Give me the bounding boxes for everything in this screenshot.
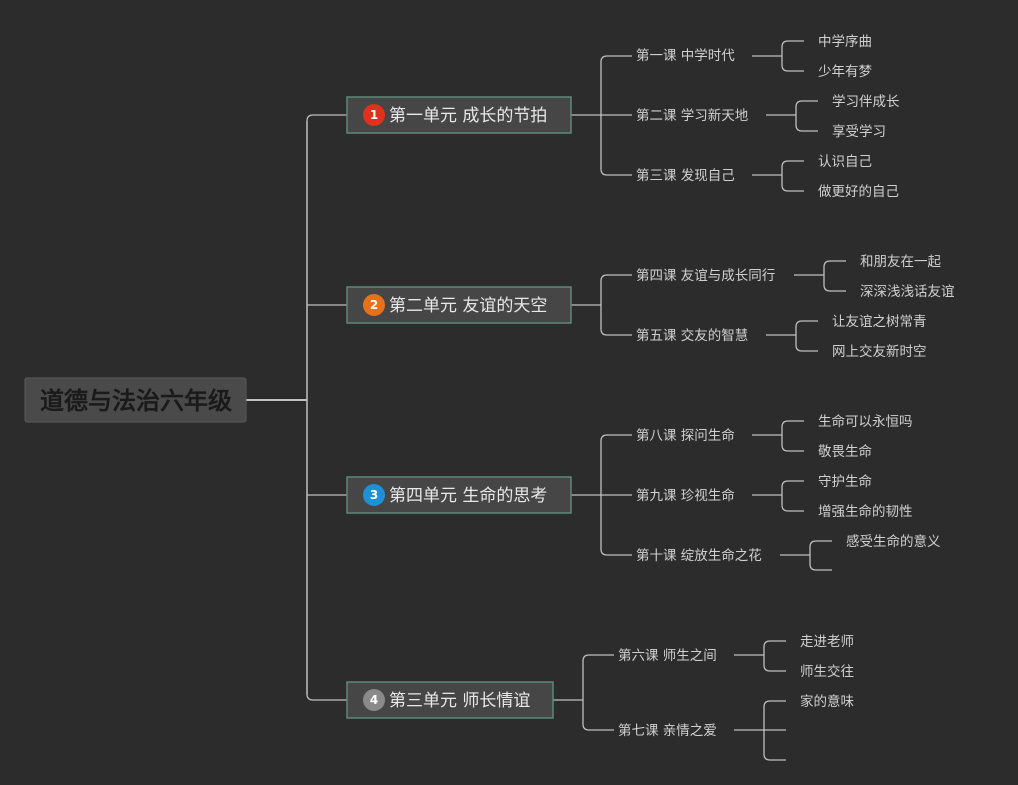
topic-node[interactable]: 和朋友在一起 [860,254,941,270]
topic-node[interactable]: 生命可以永恒吗 [818,413,913,430]
topic-node[interactable]: 感受生命的意义 [846,533,941,550]
unit-badge-4 [363,689,385,711]
lesson-node[interactable]: 第七课 亲情之爱 [618,722,717,739]
unit2-lessons-branch [600,274,632,305]
lesson5-topics-branch [795,320,818,335]
unit-label: 第四单元 生命的思考 [389,486,547,506]
lesson6-topics-branch [763,640,786,655]
unit-label: 第三单元 师长情谊 [389,691,530,711]
lesson-node[interactable]: 第三课 发现自己 [636,167,735,184]
unit4-lessons-branch [582,654,614,700]
unit-node-4[interactable]: 4 第三单元 师长情谊 [346,681,554,719]
unit-badge-1 [363,104,385,126]
lesson1-topics-branch [781,40,804,56]
topic-node[interactable]: 增强生命的韧性 [818,503,913,520]
lesson4-topics-branch [823,275,846,292]
topic-node[interactable]: 认识自己 [818,154,872,170]
lesson1-topics-branch [781,56,804,72]
unit-label: 第二单元 友谊的天空 [389,296,547,316]
unit-badge-number: 4 [370,693,378,707]
lesson-node[interactable]: 第八课 探问生命 [636,427,735,444]
topic-node[interactable]: 师生交往 [800,663,854,680]
unit-node-2[interactable]: 2 第二单元 友谊的天空 [346,286,572,324]
topic-node[interactable]: 学习伴成长 [832,94,900,110]
unit3-lessons-branch [600,495,632,556]
lesson-node[interactable]: 第九课 珍视生命 [636,487,735,504]
root-node[interactable]: 道德与法治六年级 [24,377,247,423]
topic-node[interactable]: 少年有梦 [818,64,872,80]
lesson8-topics-branch [781,420,804,435]
topic-node[interactable]: 网上交友新时空 [832,343,927,360]
unit-badge-2 [363,294,385,316]
unit1-lessons-branch [600,115,632,176]
unit-badge-number: 1 [370,108,378,122]
unit2-lessons-branch [600,305,632,336]
lesson7-topics-branch [763,700,786,730]
topic-node[interactable]: 享受学习 [832,123,886,140]
unit-badge-3 [363,484,385,506]
lesson-node[interactable]: 第五课 交友的智慧 [636,327,748,344]
unit4-lessons-branch [582,700,614,731]
topic-node[interactable]: 家的意味 [800,693,854,710]
root-to-unit-connector [306,400,347,701]
lesson9-topics-branch [781,495,804,512]
lesson3-topics-branch [781,175,804,192]
topic-node[interactable]: 中学序曲 [818,34,872,50]
root-node-label: 道德与法治六年级 [40,387,232,415]
lesson-node[interactable]: 第二课 学习新天地 [636,107,749,124]
topic-node[interactable]: 做更好的自己 [818,184,899,200]
root-to-unit-connector [306,114,347,400]
lesson-node[interactable]: 第十课 绽放生命之花 [636,547,762,564]
topic-node[interactable]: 让友谊之树常青 [832,314,927,330]
lesson2-topics-branch [795,100,818,115]
lesson10-topics-branch [809,555,832,571]
topic-node[interactable]: 走进老师 [800,634,854,650]
lesson4-topics-branch [823,260,846,275]
lesson8-topics-branch [781,435,804,452]
lesson3-topics-branch [781,160,804,175]
lesson7-topics-branch [763,730,786,761]
lesson-node[interactable]: 第四课 友谊与成长同行 [636,267,775,284]
lesson10-topics-branch [809,540,832,555]
lesson9-topics-branch [781,480,804,495]
lesson-node[interactable]: 第一课 中学时代 [636,47,735,64]
unit-node-box [346,681,554,719]
root-node-box [24,377,247,423]
lesson6-topics-branch [763,655,786,672]
unit-node-3[interactable]: 3 第四单元 生命的思考 [346,476,572,514]
lesson5-topics-branch [795,335,818,352]
unit-badge-number: 3 [370,488,378,502]
unit-badge-number: 2 [370,298,378,312]
lesson2-topics-branch [795,115,818,132]
topic-node[interactable]: 深深浅浅话友谊 [860,284,955,300]
connector-lines [246,40,846,761]
topic-node[interactable]: 敬畏生命 [818,443,872,460]
unit1-lessons-branch [600,55,632,115]
lesson-node[interactable]: 第六课 师生之间 [618,647,717,664]
unit3-lessons-branch [600,434,632,495]
unit-node-1[interactable]: 1 第一单元 成长的节拍 [346,96,572,134]
topic-node[interactable]: 守护生命 [818,473,872,490]
unit-label: 第一单元 成长的节拍 [389,106,547,126]
